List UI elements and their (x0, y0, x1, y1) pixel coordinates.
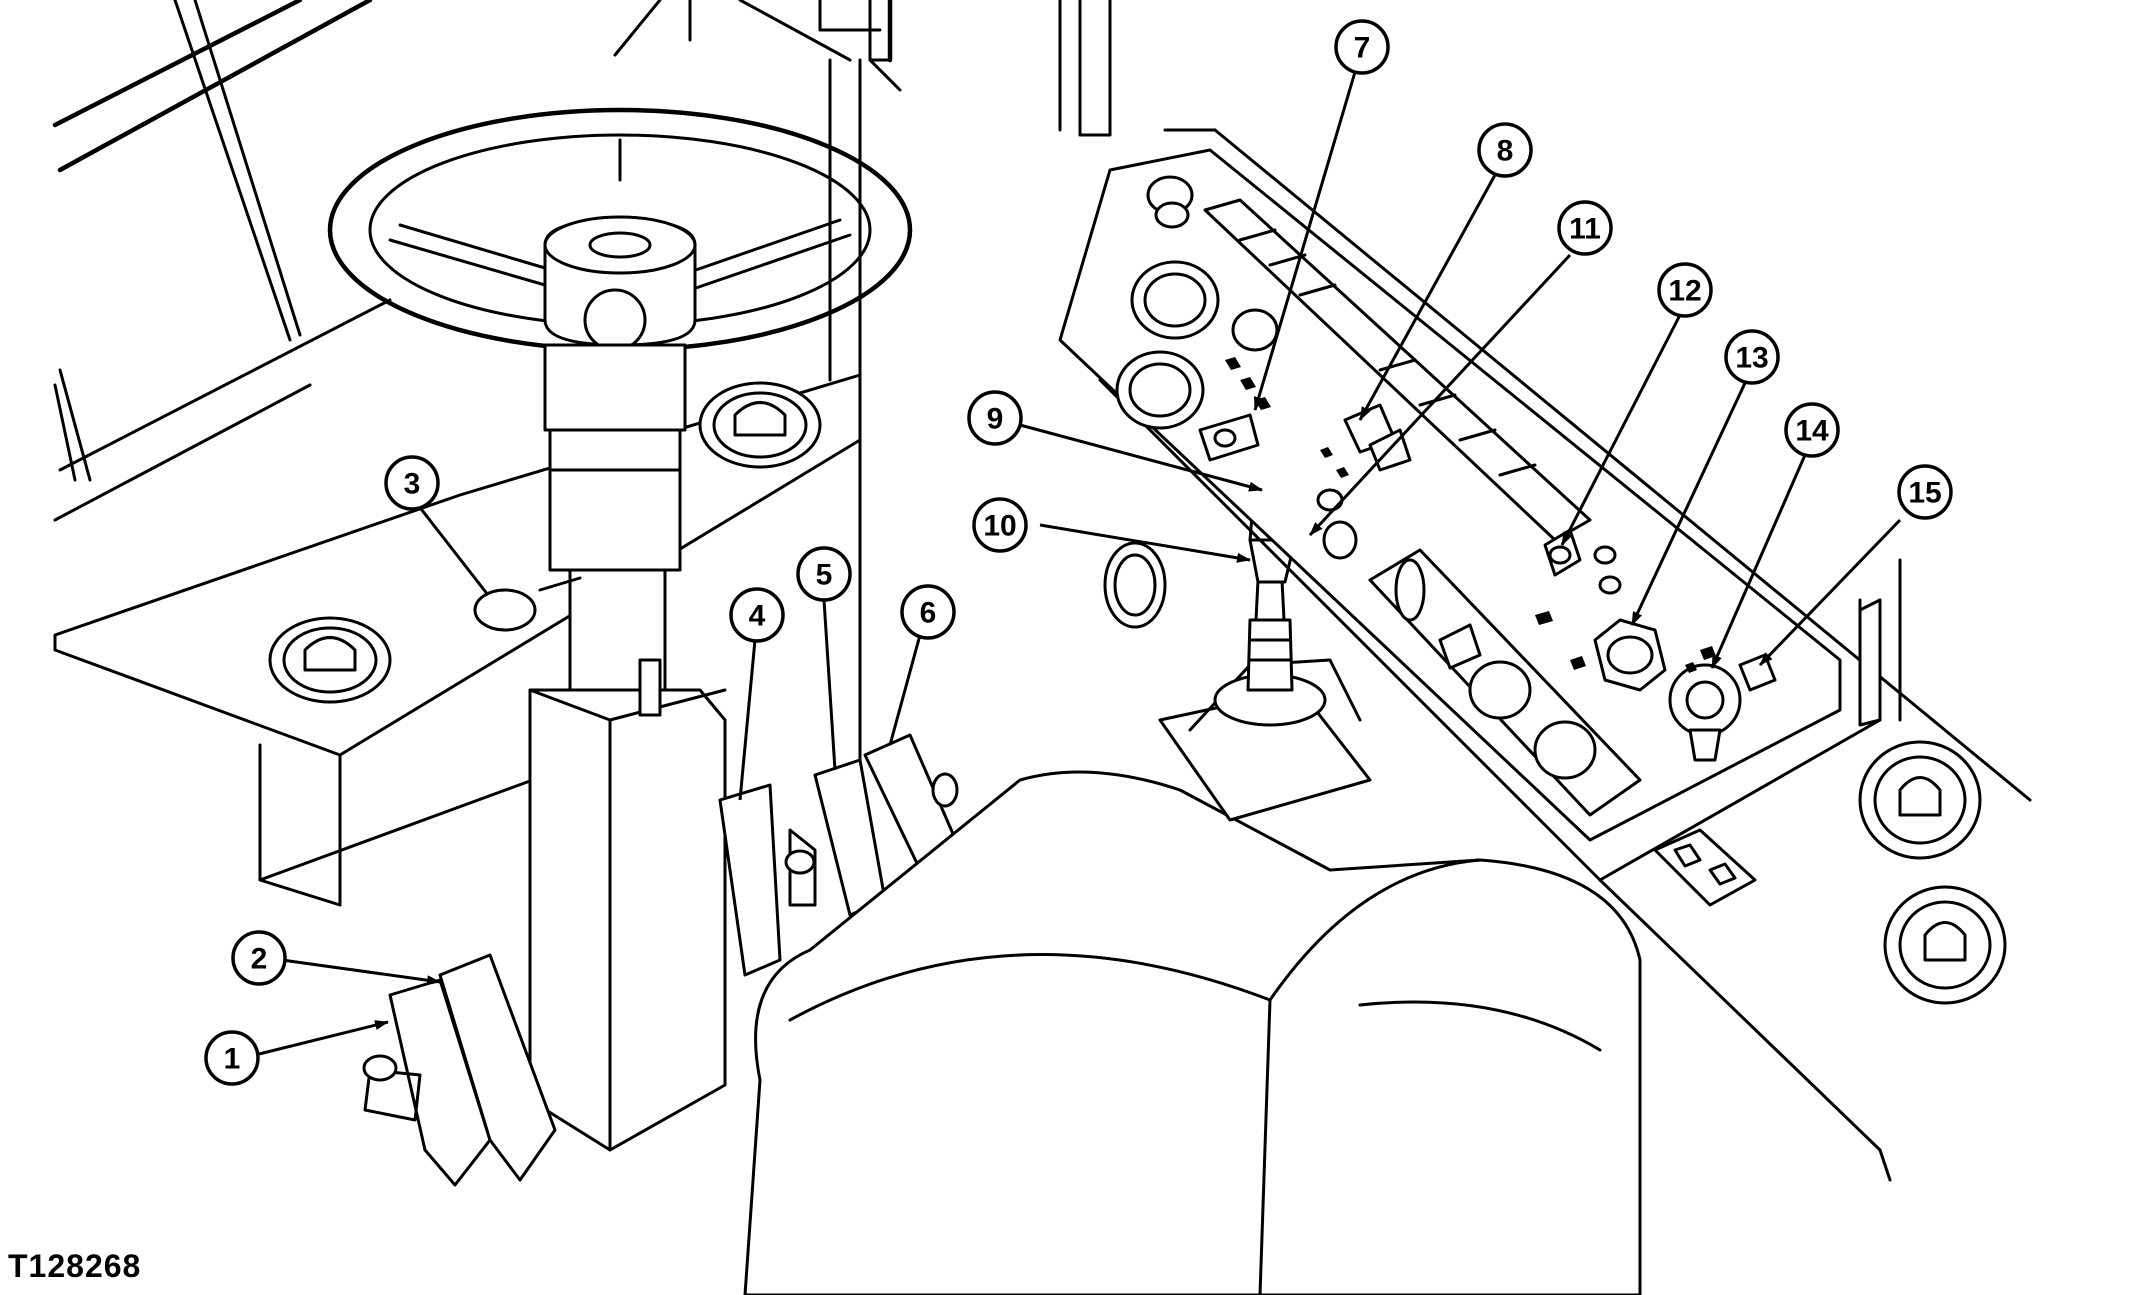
callout-8: 8 (1477, 122, 1533, 178)
callout-6: 6 (900, 584, 956, 640)
pedals-5-6 (784, 733, 962, 917)
callout-14: 14 (1784, 402, 1840, 458)
callout-3: 3 (384, 455, 440, 511)
callout-10: 10 (972, 497, 1028, 553)
callout-1-label: 1 (224, 1043, 241, 1076)
brake-pedal-left (362, 953, 557, 1187)
callout-15: 15 (1897, 464, 1953, 520)
callout-2: 2 (231, 930, 287, 986)
callout-14-label: 14 (1795, 415, 1829, 448)
callout-4: 4 (729, 587, 785, 643)
battery-box (1653, 828, 1757, 907)
callout-15-label: 15 (1908, 477, 1941, 510)
callout-12-label: 12 (1668, 275, 1701, 308)
callout-5: 5 (796, 546, 852, 602)
tilt-lever (473, 576, 582, 632)
callout-13-label: 13 (1735, 342, 1768, 375)
callout-10-label: 10 (983, 510, 1016, 543)
pedal-4 (718, 783, 782, 977)
right-vents (1858, 740, 2007, 1005)
callout-11: 11 (1557, 200, 1613, 256)
steering-wheel (327, 107, 913, 353)
callout-leaders (254, 71, 1902, 1057)
callout-3-label: 3 (404, 468, 421, 501)
callout-12: 12 (1657, 262, 1713, 318)
callout-9: 9 (967, 390, 1023, 446)
callout-13: 13 (1724, 329, 1780, 385)
operator-seat (743, 770, 1642, 1295)
callout-7-label: 7 (1354, 32, 1371, 65)
callout-5-label: 5 (816, 559, 833, 592)
figure-id: T128268 (8, 1248, 142, 1284)
callout-8-label: 8 (1497, 135, 1514, 168)
callout-6-label: 6 (920, 597, 937, 630)
steering-column (528, 343, 727, 1152)
callout-4-label: 4 (749, 600, 766, 633)
callout-2-label: 2 (251, 943, 268, 976)
left-console (53, 0, 862, 907)
callout-11-label: 11 (1569, 213, 1601, 246)
callout-9-label: 9 (987, 403, 1004, 436)
right-instrument-panel (1058, 128, 2032, 1182)
callout-7: 7 (1334, 19, 1390, 75)
windshield-frame (52, 0, 1112, 522)
callout-1: 1 (204, 1030, 260, 1086)
